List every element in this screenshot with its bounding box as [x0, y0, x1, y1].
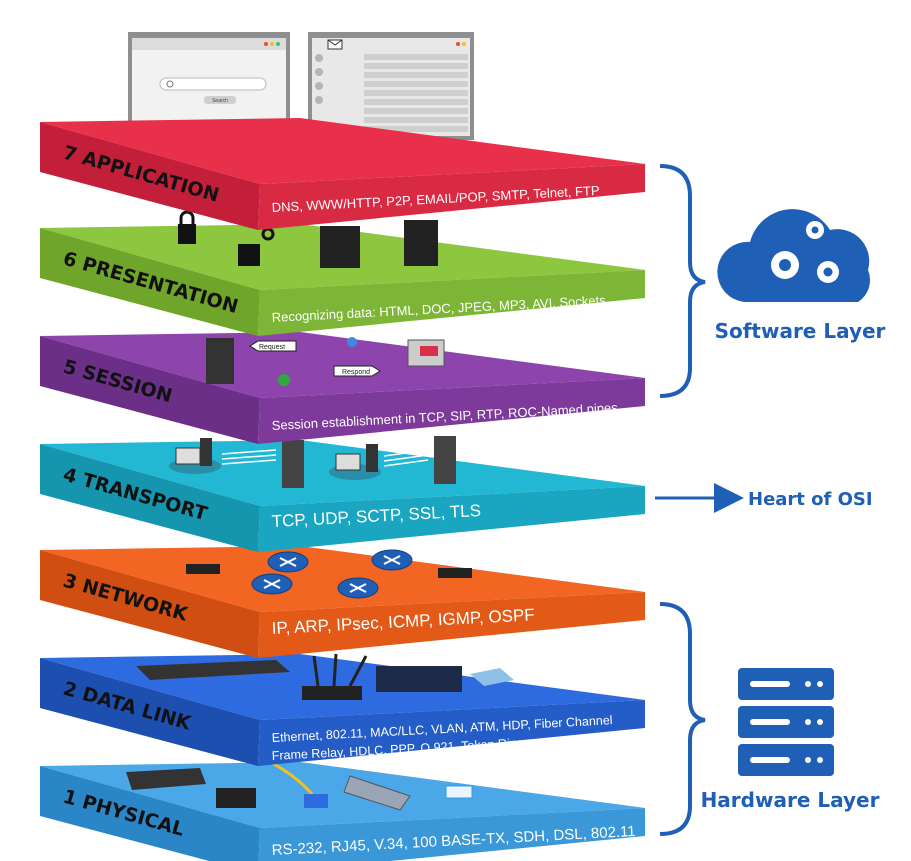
- layer-7-slab: [40, 118, 645, 230]
- request-arrow: Request: [249, 340, 297, 352]
- layer-1-icons: [126, 756, 473, 811]
- respond-arrow: Respond: [333, 365, 381, 377]
- server-rack-icon: [738, 668, 834, 776]
- browser-search-window: Search: [128, 32, 290, 138]
- request-label: Request: [259, 344, 285, 351]
- layer-3-slab: [40, 546, 645, 658]
- layer-5-slab: [40, 332, 645, 444]
- browser-search-button: [204, 96, 236, 104]
- browser-email-window: [308, 32, 474, 140]
- browser-search-input: [159, 77, 267, 91]
- check-icon: [278, 374, 290, 386]
- software-layer-label: Software Layer: [715, 319, 886, 343]
- layer-3-icons: [186, 549, 472, 599]
- hardware-bracket: [659, 602, 706, 836]
- layer-4-icons: [169, 436, 456, 488]
- respond-label: Respond: [342, 369, 370, 376]
- cloud-gears-icon: [717, 209, 871, 302]
- browser-search-button-label: Search: [212, 98, 228, 104]
- search-icon: [166, 80, 174, 88]
- software-bracket: [659, 164, 706, 398]
- layer-2-icons: [136, 653, 514, 700]
- hardware-layer-label: Hardware Layer: [701, 788, 880, 812]
- heart-of-osi-label: Heart of OSI: [748, 489, 873, 510]
- email-list: [364, 54, 468, 132]
- bluetooth-icon: [347, 337, 357, 347]
- layer-6-icons: [178, 210, 438, 268]
